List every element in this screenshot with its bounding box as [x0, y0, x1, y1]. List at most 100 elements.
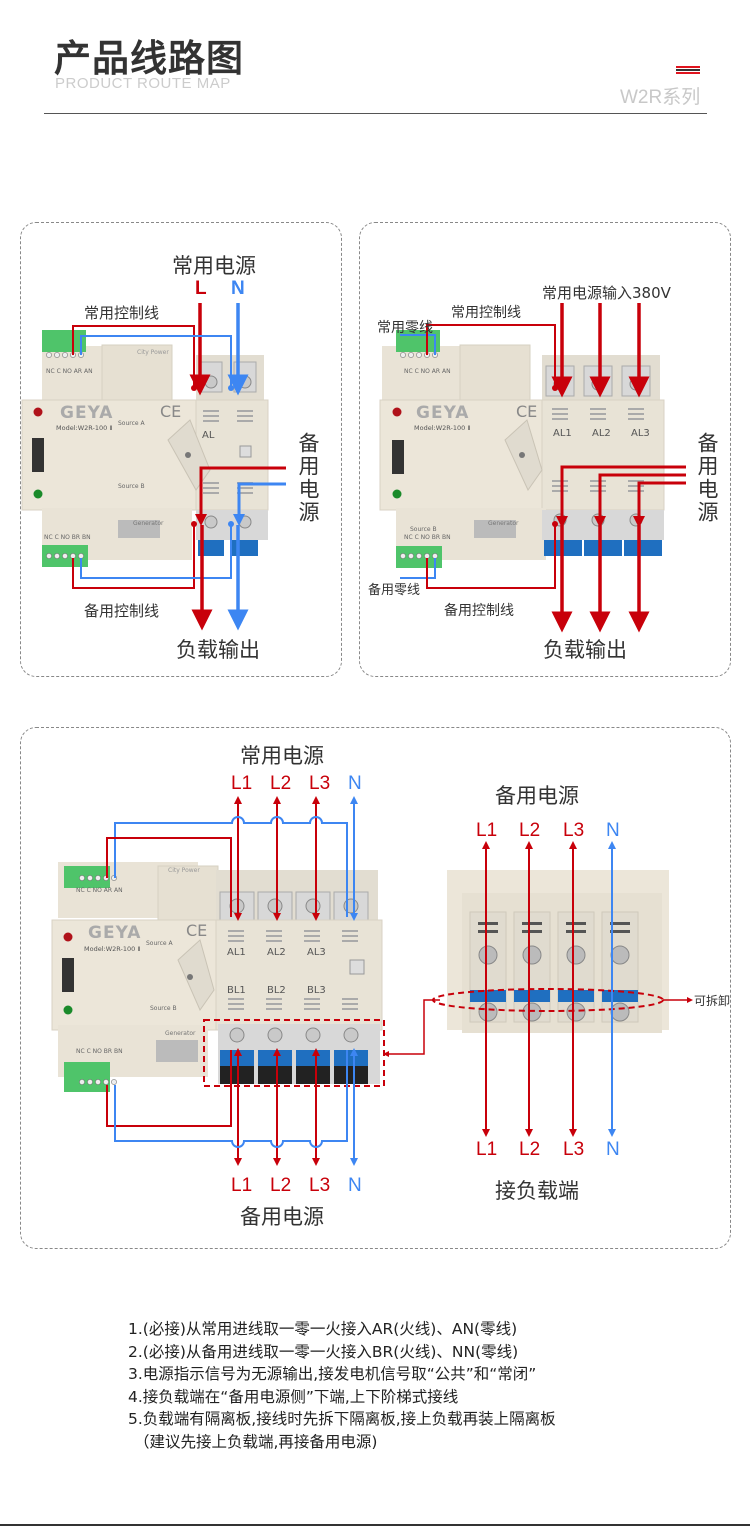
p3-terminals-b: NC C NO BR BN	[76, 1048, 123, 1055]
p3-terminal-al1: AL1	[227, 947, 246, 958]
main-neutral-control-wire	[400, 334, 436, 355]
p1-backup-control-label: 备用控制线	[84, 602, 160, 620]
p3-bottom-n: N	[348, 1175, 362, 1196]
p3-ce-mark: CE	[186, 921, 208, 940]
main-control-live-wire	[72, 325, 195, 388]
highlight-pointer	[383, 999, 440, 1057]
p3-terminal-bl2: BL2	[267, 985, 286, 996]
p3-source-b-label: Source B	[150, 1005, 177, 1012]
p2-model: Model:W2R-100 Ⅱ	[414, 424, 471, 432]
ats-device-4p	[51, 862, 383, 1092]
p1-source-a-label: Source A	[118, 420, 145, 427]
backup-control-live-wire	[106, 1050, 232, 1127]
main-control-neutral-wire	[114, 816, 348, 917]
p1-N-label: N	[231, 278, 245, 299]
p3-top-l3: L3	[309, 773, 331, 794]
note-4: 4.接负载端在“备用电源侧”下端,上下阶梯式接线	[128, 1387, 459, 1406]
p3-terminal-al2: AL2	[267, 947, 286, 958]
p1-terminal-al: AL	[202, 430, 215, 441]
panel-single-phase	[20, 222, 342, 677]
p2-brand: GEYA	[416, 403, 470, 423]
terminal-block-b	[64, 1062, 110, 1092]
p2-terminal-al2: AL2	[592, 428, 611, 439]
p3-detail-bottom-label: 接负载端	[495, 1179, 579, 1203]
backup-neutral-control-wire	[400, 558, 436, 579]
p2-load-output-label: 负载输出	[543, 638, 627, 662]
page-title: 产品线路图	[54, 37, 244, 80]
p3-terminals-a: NC C NO AR AN	[76, 887, 123, 894]
p3-top-n: N	[348, 773, 362, 794]
p2-source-b-label: Source B	[410, 526, 437, 533]
backup-l3-wire	[633, 481, 686, 528]
p2-generator: Generator	[488, 520, 519, 527]
note-5: 5.负载端有隔离板,接线时先拆下隔离板,接上负载再装上隔离板	[128, 1410, 556, 1428]
p1-terminals-a: NC C NO AR AN	[46, 368, 93, 375]
p3-detail-title: 备用电源	[495, 784, 579, 808]
p3-detail-bottom-l1: L1	[476, 1139, 498, 1160]
backup-neutral-wire	[233, 482, 286, 526]
ats-device-1p	[21, 330, 269, 567]
backup-l1-wire	[556, 465, 686, 528]
p2-terminals-b: NC C NO BR BN	[404, 534, 451, 541]
p1-main-source-label: 常用电源	[172, 254, 256, 278]
p3-terminal-al3: AL3	[307, 947, 326, 958]
p1-ce-mark: CE	[160, 402, 182, 421]
p3-detail-top-l1: L1	[476, 820, 498, 841]
p2-main-neutral-label: 常用零线	[377, 320, 433, 336]
p3-detail-bottom-l2: L2	[519, 1139, 541, 1160]
series-label: W2R系列	[620, 87, 701, 108]
p1-source-b-label: Source B	[118, 483, 145, 490]
p2-backup-control-label: 备用控制线	[444, 603, 514, 619]
p2-backup-source-label: 备用电源	[695, 432, 719, 524]
backup-control-live-wire	[72, 524, 195, 589]
main-control-neutral-wire	[80, 335, 232, 388]
p2-main-input-label: 常用电源输入380V	[542, 284, 671, 302]
p3-main-source-label: 常用电源	[240, 744, 324, 768]
p3-model: Model:W2R-100 Ⅱ	[84, 945, 141, 953]
backup-l2-wire	[594, 473, 686, 528]
p1-main-control-label: 常用控制线	[84, 304, 160, 322]
p3-top-l1: L1	[231, 773, 253, 794]
p1-brand: GEYA	[60, 403, 114, 423]
p1-terminals-b: NC C NO BR BN	[44, 534, 91, 541]
backup-control-wire	[426, 524, 556, 589]
terminal-block-a	[42, 330, 86, 352]
p1-L-label: L	[195, 278, 207, 299]
p3-source-a-label: Source A	[146, 940, 173, 947]
p3-removable-label: 可拆卸	[694, 994, 731, 1008]
p1-load-output-label: 负载输出	[176, 638, 260, 662]
p3-brand: GEYA	[88, 923, 142, 943]
p3-terminal-bl3: BL3	[307, 985, 326, 996]
note-2: 2.(必接)从备用进线取一零一火接入BR(火线)、NN(零线)	[128, 1342, 519, 1361]
p3-bottom-l1: L1	[231, 1175, 253, 1196]
header-divider	[44, 113, 707, 114]
note-5-sub: （建议先接上负载端,再接备用电源)	[134, 1432, 378, 1451]
p2-terminals-a: NC C NO AR AN	[404, 368, 451, 375]
main-control-wire	[426, 324, 556, 388]
p2-backup-neutral-label: 备用零线	[368, 583, 421, 598]
p2-ce-mark: CE	[516, 402, 538, 421]
p3-detail-bottom-l3: L3	[563, 1139, 585, 1160]
p3-city-power: City Power	[168, 867, 200, 874]
p1-generator: Generator	[133, 520, 164, 527]
p3-terminal-bl1: BL1	[227, 985, 246, 996]
p3-top-l2: L2	[270, 773, 292, 794]
main-control-live-wire	[106, 837, 232, 917]
p3-detail-bottom-n: N	[606, 1139, 620, 1160]
p3-generator: Generator	[165, 1030, 196, 1037]
backup-live-wire	[195, 466, 286, 526]
p1-city-power: City Power	[137, 349, 169, 356]
p3-detail-top-n: N	[606, 820, 620, 841]
p1-model: Model:W2R-100 Ⅱ	[56, 424, 113, 432]
terminal-block-a	[64, 866, 110, 888]
p2-terminal-al3: AL3	[631, 428, 650, 439]
p2-terminal-al1: AL1	[553, 428, 572, 439]
page-subtitle: PRODUCT ROUTE MAP	[55, 75, 231, 92]
p1-backup-source-label: 备用电源	[296, 432, 320, 524]
backup-control-neutral-wire	[80, 524, 232, 579]
p3-detail-top-l3: L3	[563, 820, 585, 841]
p3-detail-top-l2: L2	[519, 820, 541, 841]
